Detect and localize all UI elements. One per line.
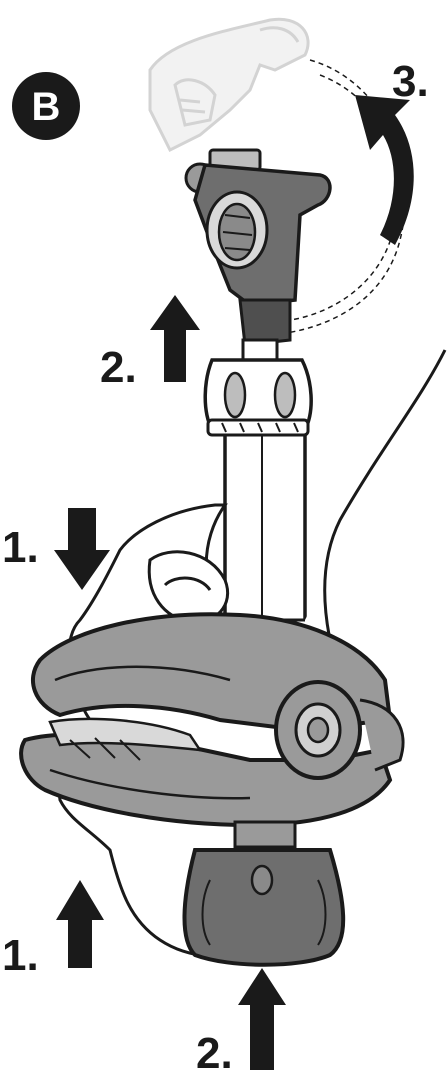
- tightening-knob: [182, 820, 346, 967]
- clamp-body: [19, 612, 405, 828]
- step-label-press-bottom: 1.: [2, 931, 39, 980]
- step-label-push-knob: 2.: [196, 1029, 233, 1078]
- holder-head: [184, 148, 332, 347]
- press-bottom-arrow: [56, 880, 104, 968]
- step-label-rotate: 3.: [392, 57, 429, 106]
- section-badge-letter: B: [32, 85, 61, 129]
- ghost-holder-head: [148, 17, 310, 153]
- pole-collar: [203, 358, 313, 437]
- step-label-raise-head: 2.: [100, 343, 137, 392]
- push-knob-arrow: [238, 968, 286, 1070]
- rotate-arrow: [355, 95, 414, 245]
- section-badge: B: [12, 72, 80, 140]
- press-top-arrow: [54, 508, 110, 590]
- raise-head-arrow: [150, 295, 200, 382]
- step-label-press-top: 1.: [2, 523, 39, 572]
